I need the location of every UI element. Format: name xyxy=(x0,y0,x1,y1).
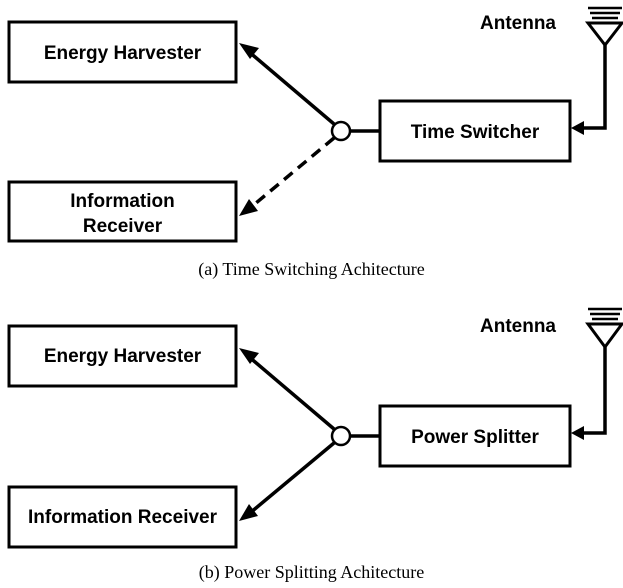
splitter-to-harvester-wire-b xyxy=(246,354,336,431)
information-receiver-block-b: Information Receiver xyxy=(7,485,238,549)
information-receiver-label-b: Information Receiver xyxy=(28,507,218,528)
antenna-feed-wire-a xyxy=(584,45,607,130)
splitter-to-receiver-wire-b xyxy=(248,441,336,515)
energy-harvester-block-b: Energy Harvester xyxy=(7,324,238,388)
switch-to-harvester-wire-a xyxy=(246,49,336,126)
power-splitter-label: Power Splitter xyxy=(411,427,539,448)
switch-node-a xyxy=(330,120,352,142)
receiver-arrowhead-a xyxy=(239,199,258,216)
caption-b: (b) Power Splitting Achitecture xyxy=(199,562,424,583)
antenna-label-a: Antenna xyxy=(480,13,556,34)
panel-a: Energy Harvester Information Receiver Ti… xyxy=(7,6,623,280)
information-receiver-block-a: Information Receiver xyxy=(7,180,238,243)
antenna-feed-wire-b xyxy=(584,347,607,435)
antenna-feed-arrowhead-b xyxy=(571,426,584,440)
split-node-b xyxy=(330,425,352,447)
antenna-label-b: Antenna xyxy=(480,316,556,337)
energy-harvester-label-a: Energy Harvester xyxy=(44,43,202,64)
panel-b: Energy Harvester Information Receiver Po… xyxy=(7,307,623,583)
harvester-arrowhead-b xyxy=(239,348,259,364)
switch-to-receiver-dashed-wire-a xyxy=(248,136,336,210)
antenna-feed-arrowhead-a xyxy=(571,121,584,135)
energy-harvester-label-b: Energy Harvester xyxy=(44,346,202,367)
information-receiver-label-line2-a: Receiver xyxy=(83,216,163,237)
caption-a: (a) Time Switching Achitecture xyxy=(198,259,424,280)
antenna-icon-a xyxy=(584,6,623,48)
harvester-arrowhead-a xyxy=(239,43,259,59)
energy-harvester-block-a: Energy Harvester xyxy=(7,20,238,84)
time-switcher-block: Time Switcher xyxy=(378,99,572,163)
power-splitter-block: Power Splitter xyxy=(378,404,572,468)
information-receiver-label-line1-a: Information xyxy=(70,191,175,212)
time-switcher-label: Time Switcher xyxy=(411,122,540,143)
antenna-icon-b xyxy=(585,307,623,350)
receiver-arrowhead-b xyxy=(239,504,258,521)
